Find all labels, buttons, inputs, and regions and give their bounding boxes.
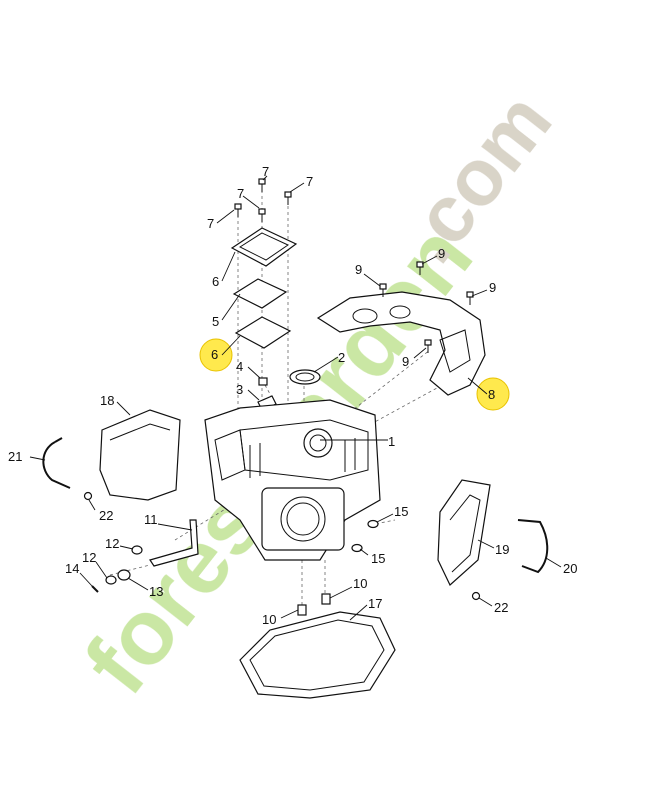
callout-label: 7 bbox=[262, 164, 269, 179]
part-plugs-15 bbox=[351, 519, 379, 553]
callout-label: 9 bbox=[438, 246, 445, 261]
highlights bbox=[199, 338, 510, 411]
part-cover-18 bbox=[99, 409, 181, 501]
callout-label: 9 bbox=[402, 354, 409, 369]
callout-label: 19 bbox=[495, 542, 509, 557]
callout-label: 21 bbox=[8, 449, 22, 464]
highlight-marker-8 bbox=[476, 377, 510, 411]
callout-label: 10 bbox=[353, 576, 367, 591]
part-gasket-17 bbox=[239, 611, 396, 699]
callout-label: 17 bbox=[368, 596, 382, 611]
callout-label: 13 bbox=[149, 584, 163, 599]
part-gasket-5 bbox=[232, 278, 288, 309]
callout-label: 2 bbox=[338, 350, 345, 365]
callout-label: 12 bbox=[82, 550, 96, 565]
callout-label: 4 bbox=[236, 359, 243, 374]
part-screws-22 bbox=[83, 491, 481, 601]
part-bolts-7 bbox=[234, 178, 292, 222]
callout-label: 9 bbox=[355, 262, 362, 277]
callout-label: 3 bbox=[236, 382, 243, 397]
callout-label: 15 bbox=[394, 504, 408, 519]
part-bracket-8 bbox=[316, 291, 486, 396]
callout-label: 6 bbox=[211, 347, 218, 362]
callout-label: 7 bbox=[306, 174, 313, 189]
callout-label: 5 bbox=[212, 314, 219, 329]
callout-label: 10 bbox=[262, 612, 276, 627]
callout-label: 14 bbox=[65, 561, 79, 576]
callout-label: 6 bbox=[212, 274, 219, 289]
callout-label: 18 bbox=[100, 393, 114, 408]
callout-label: 7 bbox=[207, 216, 214, 231]
callout-label: 1 bbox=[388, 434, 395, 449]
callout-label: 11 bbox=[144, 512, 158, 527]
part-plugs-12-13-14 bbox=[91, 545, 143, 593]
part-clip-21 bbox=[42, 437, 71, 489]
part-bolts-9 bbox=[379, 261, 474, 353]
part-rod-11 bbox=[149, 519, 199, 567]
callout-label: 7 bbox=[237, 186, 244, 201]
callout-label: 20 bbox=[563, 561, 577, 576]
part-clip-20 bbox=[517, 519, 549, 574]
callout-label: 9 bbox=[489, 280, 496, 295]
leader-lines bbox=[29, 175, 562, 621]
part-gasket-6 bbox=[234, 316, 292, 349]
highlight-marker-6 bbox=[199, 338, 233, 372]
callout-label: 15 bbox=[371, 551, 385, 566]
part-dowels-10 bbox=[297, 593, 331, 616]
part-cover-plate-6 bbox=[230, 227, 298, 267]
part-seal-2 bbox=[289, 369, 321, 385]
callout-label: 22 bbox=[99, 508, 113, 523]
part-shield-19 bbox=[437, 479, 491, 586]
callout-label: 22 bbox=[494, 600, 508, 615]
callout-label: 12 bbox=[105, 536, 119, 551]
callout-labels: 1 2 3 4 5 6 6 7 7 7 7 8 9 9 9 9 10 10 11… bbox=[8, 164, 577, 627]
callout-label: 8 bbox=[488, 387, 495, 402]
